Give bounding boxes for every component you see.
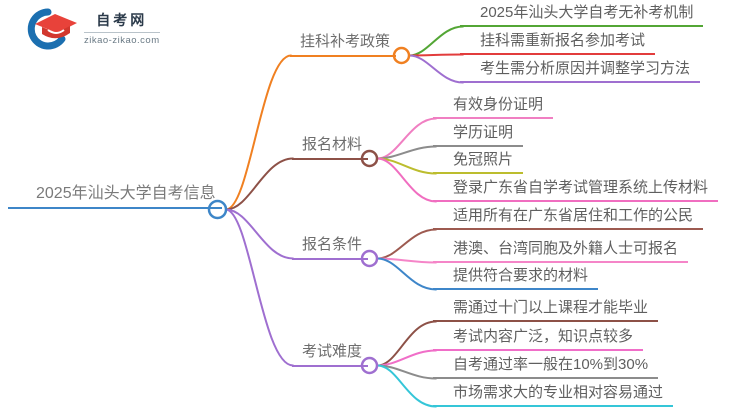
leaf-node[interactable]: 适用所有在广东省居住和工作的公民 xyxy=(433,207,704,230)
leaf-node[interactable]: 需通过十门以上课程才能毕业 xyxy=(433,299,659,322)
leaf-node[interactable]: 免冠照片 xyxy=(433,151,524,174)
site-logo[interactable]: 自考网 zikao-zikao.com xyxy=(26,6,160,50)
branch-node-materials[interactable]: 报名材料 xyxy=(292,136,369,160)
leaf-node[interactable]: 挂科需重新报名参加考试 xyxy=(460,32,656,55)
leaf-node[interactable]: 市场需求大的专业相对容易通过 xyxy=(433,384,674,407)
branch-node-difficulty[interactable]: 考试难度 xyxy=(292,343,369,367)
logo-title: 自考网 xyxy=(96,12,148,28)
branch-node-resit-policy[interactable]: 挂科补考政策 xyxy=(290,33,397,57)
leaf-node[interactable]: 有效身份证明 xyxy=(433,96,554,119)
leaf-node[interactable]: 考试内容广泛，知识点较多 xyxy=(433,328,644,351)
branch-node-circle[interactable] xyxy=(392,46,411,65)
leaf-node[interactable]: 2025年汕头大学自考无补考机制 xyxy=(460,4,704,27)
leaf-node[interactable]: 登录广东省自学考试管理系统上传材料 xyxy=(433,179,719,202)
leaf-node[interactable]: 自考通过率一般在10%到30% xyxy=(433,356,659,379)
leaf-node[interactable]: 提供符合要求的材料 xyxy=(433,267,599,290)
logo-domain: zikao-zikao.com xyxy=(84,32,160,46)
graduation-cap-icon xyxy=(27,8,77,50)
leaf-node[interactable]: 考生需分析原因并调整学习方法 xyxy=(460,60,701,83)
branch-node-requirements[interactable]: 报名条件 xyxy=(292,236,369,260)
leaf-node[interactable]: 港澳、台湾同胞及外籍人士可报名 xyxy=(433,240,689,263)
root-node[interactable]: 2025年汕头大学自考信息 xyxy=(8,184,222,209)
leaf-node[interactable]: 学历证明 xyxy=(433,124,524,147)
